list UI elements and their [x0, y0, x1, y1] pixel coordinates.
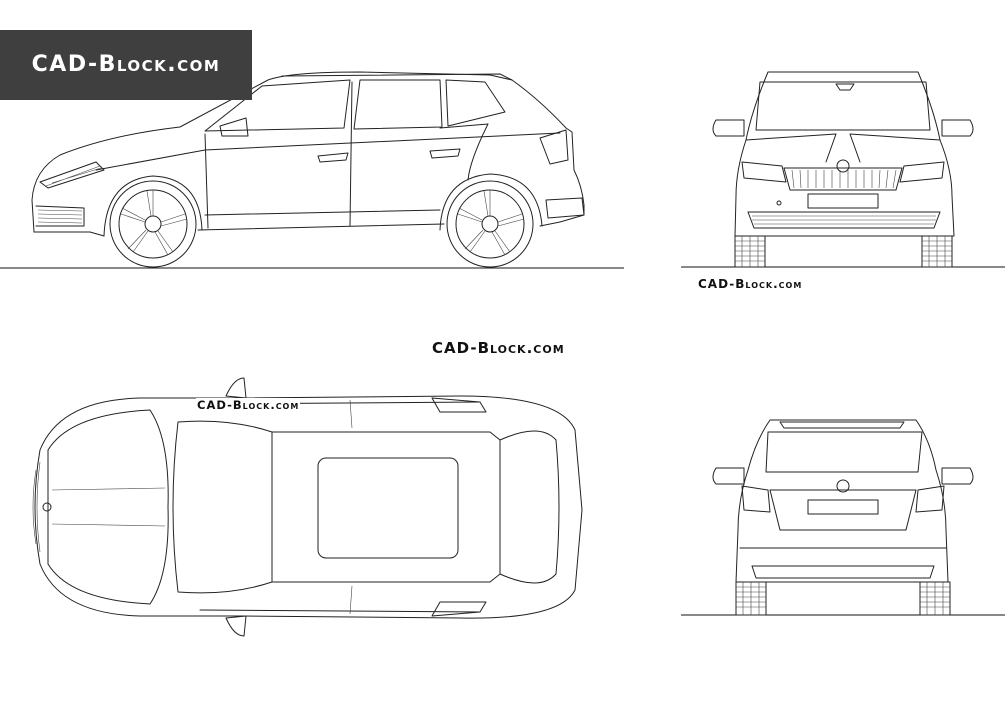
front-view-body-outline: [734, 71, 955, 237]
rear-view-plate: [807, 499, 879, 515]
rear-view-left-tail-light: [741, 485, 771, 513]
rear-view-bumper: [739, 547, 947, 579]
top-view-badge: [42, 502, 52, 512]
front-view-grille-bars: [791, 169, 897, 189]
top-view-grille-edge: [32, 461, 41, 553]
side-view-sill-line: [197, 223, 445, 231]
top-view-roof-rails-rear: [431, 397, 487, 617]
side-view-rear-door-line: [439, 123, 489, 181]
front-view-lower-grille: [747, 211, 941, 229]
logo-banner: CAD-Block.com: [0, 30, 252, 100]
front-view-plate: [807, 193, 879, 209]
rear-view-spoiler: [779, 421, 905, 429]
side-view-front-door-line: [204, 133, 209, 229]
top-view-hood: [47, 409, 169, 605]
top-view-hood-creases: [51, 487, 166, 527]
side-view-quarter-window: [445, 79, 506, 127]
watermark-top-view: CAD-Block.com: [196, 398, 301, 412]
top-view-rear-window: [499, 430, 560, 584]
side-view-front-vent-slats: [37, 209, 83, 224]
side-view-roof-rail: [281, 73, 513, 81]
side-view-headlight: [39, 161, 105, 189]
side-view-front-arch: [103, 175, 203, 237]
rear-view-left-mirror: [712, 467, 745, 485]
front-view-hood-creases: [745, 133, 941, 163]
rear-view-rear-window: [765, 431, 923, 473]
side-view-rear-bumper: [545, 197, 585, 219]
front-view-right-mirror: [941, 119, 974, 137]
side-view-rear-window: [353, 79, 443, 130]
watermark-front-view: CAD-Block.com: [698, 277, 803, 291]
side-view-front-bumper-bottom: [33, 231, 105, 237]
side-view-shoulder-line: [95, 132, 561, 171]
side-view-rear-wheel: [446, 180, 534, 268]
top-view-sunroof: [317, 457, 459, 559]
top-view-windshield: [172, 420, 273, 594]
top-view-side-rails: [199, 401, 481, 613]
side-view-rear-handle: [429, 148, 461, 159]
logo-text: CAD-Block.com: [31, 52, 221, 77]
front-view-grille: [783, 167, 903, 191]
rear-view-right-tail-light: [915, 485, 945, 513]
side-view-tail-light: [539, 129, 569, 165]
rear-view-right-tyre: [919, 581, 951, 616]
side-view-front-wheel: [109, 180, 197, 268]
side-view-front-handle: [317, 152, 349, 163]
rear-view-tailgate: [769, 489, 917, 531]
side-view-b-pillar: [349, 81, 353, 227]
side-view-lower-crease: [204, 209, 441, 216]
front-view-badge: [836, 159, 850, 173]
front-view-right-tyre: [921, 235, 953, 268]
top-view-left-mirror: [225, 377, 247, 399]
front-view-mirror-mount: [835, 83, 855, 91]
top-view: [32, 377, 583, 637]
top-view-body-outline: [34, 395, 583, 619]
front-view-right-headlight: [899, 161, 945, 183]
side-view-headlight-detail: [45, 165, 102, 187]
front-view: [681, 71, 1005, 268]
side-view-front-window: [204, 79, 351, 132]
top-view-right-mirror: [225, 615, 247, 637]
rear-view: [681, 419, 1005, 616]
top-view-roof: [271, 431, 501, 583]
side-view-front-vent: [35, 205, 85, 227]
rear-view-badge: [836, 479, 850, 493]
side-view-body-outline: [31, 71, 585, 233]
front-view-lower-grille-slats: [752, 215, 936, 225]
top-view-b-pillars: [349, 399, 353, 615]
rear-view-left-tyre: [735, 581, 767, 616]
watermark-middle: CAD-Block.com: [432, 339, 565, 357]
rear-view-right-mirror: [941, 467, 974, 485]
front-view-left-tyre: [734, 235, 766, 268]
front-view-fog-left: [776, 200, 782, 206]
front-view-left-headlight: [741, 161, 787, 183]
side-view-rear-arch: [439, 173, 543, 231]
front-view-windshield: [755, 81, 931, 131]
side-view: [0, 71, 624, 269]
side-view-mirror: [219, 117, 249, 137]
front-view-left-mirror: [712, 119, 745, 137]
